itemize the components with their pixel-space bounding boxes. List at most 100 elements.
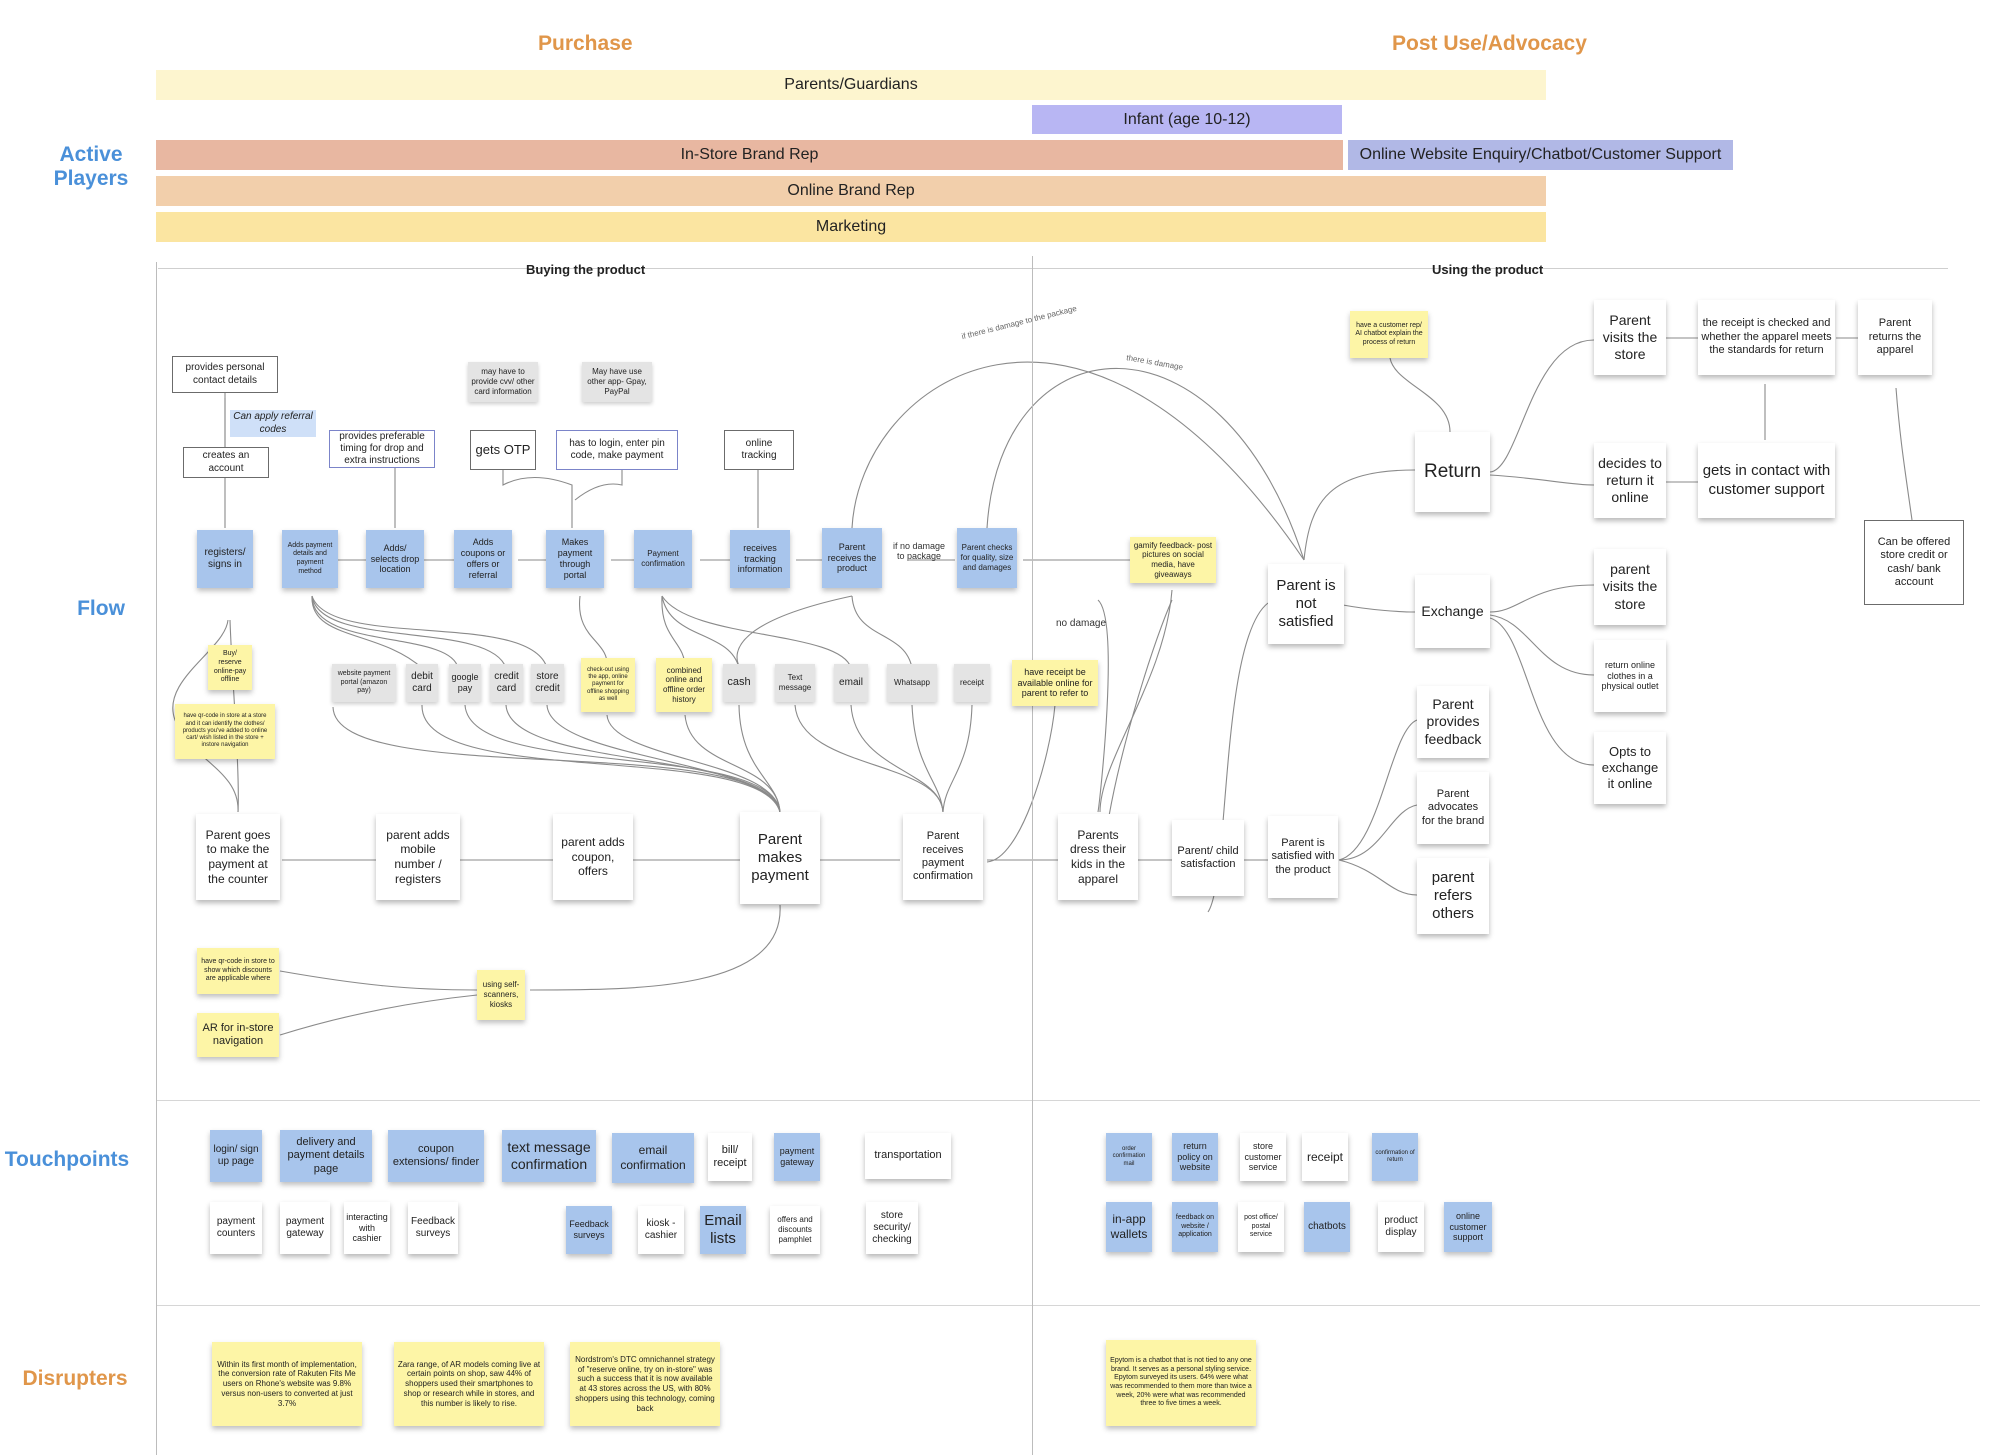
disrupter-rakuten: Within its first month of implementation… xyxy=(212,1342,362,1426)
flow-receipt-online: have receipt be available online for par… xyxy=(1012,660,1098,706)
flow-other-apps: May have use other app- Gpay, PayPal xyxy=(582,362,652,402)
flow-email: email xyxy=(834,664,868,702)
center-divider xyxy=(1032,256,1033,1455)
flow-return-online: decides to return it online xyxy=(1594,443,1666,518)
flow-referral-codes: Can apply referral codes xyxy=(230,410,316,437)
tp-online-support: online customer support xyxy=(1444,1202,1492,1252)
flow-registers: registers/ signs in xyxy=(197,530,253,588)
flow-qr-discounts: have qr-code in store to show which disc… xyxy=(197,948,279,994)
flow-provides-feedback: Parent provides feedback xyxy=(1417,686,1489,758)
flow-receipt-checked: the receipt is checked and whether the a… xyxy=(1698,300,1835,375)
tp-delivery-page: delivery and payment details page xyxy=(280,1130,372,1182)
tp-text-confirm: text message confirmation xyxy=(502,1130,596,1182)
left-divider xyxy=(156,262,157,1455)
flow-payment-confirmation: Payment confirmation xyxy=(634,530,692,588)
flow-google-pay: google pay xyxy=(449,664,481,702)
tp-feedback-surveys-1: Feedback surveys xyxy=(408,1202,458,1254)
flow-ar-navigation: AR for in-store navigation xyxy=(197,1013,279,1057)
section-using: Using the product xyxy=(1432,262,1544,277)
disrupter-nordstrom: Nordstrom's DTC omnichannel strategy of … xyxy=(570,1342,720,1426)
player-bar-infant: Infant (age 10-12) xyxy=(1032,105,1342,134)
flow-credit-card: credit card xyxy=(490,664,523,702)
flow-label-no-damage-package: if no damage to package xyxy=(892,541,946,561)
flow-adds-coupon: parent adds coupon, offers xyxy=(553,814,633,900)
flow-online-tracking: online tracking xyxy=(724,430,794,470)
flow-exchange: Exchange xyxy=(1415,575,1490,648)
flow-dress-kids: Parents dress their kids in the apparel xyxy=(1058,814,1138,900)
flow-creates-account: creates an account xyxy=(183,447,269,478)
tp-store-security: store security/ checking xyxy=(866,1202,918,1254)
flow-website-portal: website payment portal (amazon pay) xyxy=(332,664,396,702)
flow-goes-to-pay: Parent goes to make the payment at the c… xyxy=(196,814,280,900)
flow-label-no-damage: no damage xyxy=(1056,618,1107,629)
tp-bill-receipt: bill/ receipt xyxy=(708,1133,752,1181)
flow-return: Return xyxy=(1415,432,1490,512)
disrupter-epytom: Epytom is a chatbot that is not tied to … xyxy=(1106,1340,1256,1426)
flow-self-scanners: using self-scanners, kiosks xyxy=(477,970,525,1020)
flow-cvv-info: may have to provide cvv/ other card info… xyxy=(468,362,538,402)
tp-product-display: product display xyxy=(1378,1202,1424,1252)
flow-visits-store-exchange: parent visits the store xyxy=(1594,549,1666,625)
flow-debit-card: debit card xyxy=(406,664,438,702)
player-bar-parents: Parents/Guardians xyxy=(156,70,1546,100)
tp-email-lists: Email lists xyxy=(700,1206,746,1254)
flow-receives-tracking: receives tracking information xyxy=(730,530,790,588)
flow-makes-payment-portal: Makes payment through portal xyxy=(546,530,604,588)
flow-whatsapp: Whatsapp xyxy=(887,664,937,702)
section-divider-top xyxy=(158,268,1948,269)
tp-coupon-ext: coupon extensions/ finder xyxy=(388,1130,484,1182)
flow-exchange-online: Opts to exchange it online xyxy=(1594,732,1666,804)
tp-payment-counters: payment counters xyxy=(210,1202,262,1254)
tp-feedback-surveys-2: Feedback surveys xyxy=(566,1206,612,1254)
flow-parent-makes-payment: Parent makes payment xyxy=(740,812,820,904)
disrupter-zara: Zara range, of AR models coming live at … xyxy=(394,1342,544,1426)
tp-chatbots: chatbots xyxy=(1304,1202,1350,1252)
tp-inapp-wallets: in-app wallets xyxy=(1106,1202,1152,1252)
player-bar-online-support: Online Website Enquiry/Chatbot/Customer … xyxy=(1348,140,1733,170)
flow-receipt: receipt xyxy=(954,664,990,702)
flow-store-credit-offer: Can be offered store credit or cash/ ban… xyxy=(1864,520,1964,605)
flow-checks-quality: Parent checks for quality, size and dama… xyxy=(957,528,1017,588)
tp-feedback-website: feedback on website / application xyxy=(1172,1202,1218,1252)
flow-returns-apparel: Parent returns the apparel xyxy=(1858,300,1932,375)
tp-interacting-cashier: interacting with cashier xyxy=(344,1202,390,1254)
flow-cash: cash xyxy=(723,664,755,702)
player-bar-instore-rep: In-Store Brand Rep xyxy=(156,140,1343,170)
flow-provides-contact: provides personal contact details xyxy=(172,356,278,393)
row-label-touchpoints: Touchpoints xyxy=(4,1148,130,1171)
flow-buy-reserve: Buy/ reserve online-pay offline xyxy=(208,645,252,690)
tp-store-service: store customer service xyxy=(1240,1133,1286,1181)
flow-adds-coupons: Adds coupons or offers or referral xyxy=(454,530,512,588)
row-label-flow: Flow xyxy=(77,597,125,620)
flow-not-satisfied: Parent is not satisfied xyxy=(1268,564,1344,644)
phase-post-use: Post Use/Advocacy xyxy=(1392,32,1587,55)
tp-transportation: transportation xyxy=(865,1133,951,1179)
flow-text-message: Text message xyxy=(775,664,815,702)
flow-drop-timing: provides preferable timing for drop and … xyxy=(329,430,435,468)
flow-refers-others: parent refers others xyxy=(1417,858,1489,934)
section-buying: Buying the product xyxy=(526,262,646,277)
flow-return-physical: return online clothes in a physical outl… xyxy=(1594,640,1666,712)
tp-offers-pamphlet: offers and discounts pamphlet xyxy=(770,1206,820,1254)
flow-satisfied: Parent is satisfied with the product xyxy=(1268,816,1338,898)
flow-combined-history: combined online and offline order histor… xyxy=(656,658,712,712)
flow-visits-store-return: Parent visits the store xyxy=(1594,300,1666,375)
flow-login-pin: has to login, enter pin code, make payme… xyxy=(556,430,678,470)
tp-receipt: receipt xyxy=(1302,1133,1348,1181)
flow-child-satisfaction: Parent/ child satisfaction xyxy=(1172,820,1244,896)
divider-touchpoints xyxy=(156,1100,1980,1101)
tp-email-confirm: email confirmation xyxy=(612,1133,694,1183)
flow-advocates: Parent advocates for the brand xyxy=(1417,772,1489,844)
tp-kiosk-cashier: kiosk - cashier xyxy=(638,1206,684,1254)
player-bar-online-rep: Online Brand Rep xyxy=(156,176,1546,206)
row-label-disrupters: Disrupters xyxy=(22,1367,128,1390)
flow-gamify: gamify feedback- post pictures on social… xyxy=(1130,537,1216,583)
divider-disrupters xyxy=(156,1305,1980,1306)
flow-receives-confirmation: Parent receives payment confirmation xyxy=(903,814,983,900)
tp-payment-gateway-1: payment gateway xyxy=(774,1133,820,1181)
tp-return-policy: return policy on website xyxy=(1172,1133,1218,1181)
flow-qr-code-store: have qr-code in store at a store and it … xyxy=(175,704,275,759)
flow-store-credit: store credit xyxy=(531,664,564,702)
